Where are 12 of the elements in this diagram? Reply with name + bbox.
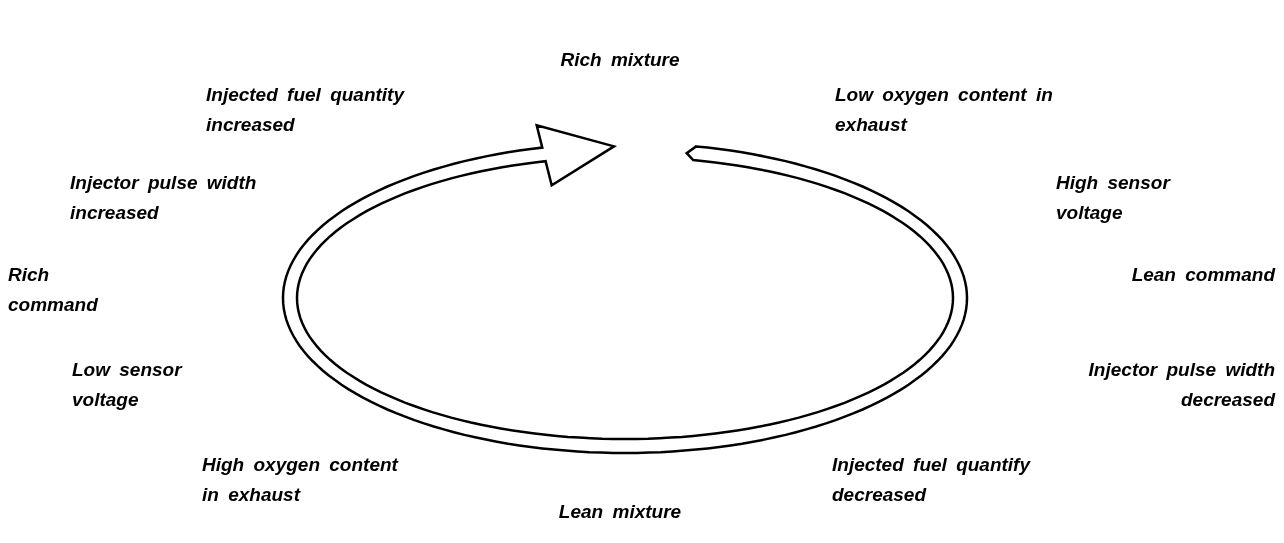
- cycle-step-text: Low oxygen content in exhaust: [835, 83, 1054, 137]
- cycle-step-text: Rich mixture: [559, 48, 681, 72]
- cycle-step-text: Low sensor voltage: [72, 358, 184, 412]
- cycle-step-text: Rich command: [8, 263, 99, 317]
- cycle-step-text: Injected fuel quantity increased: [206, 83, 406, 137]
- cycle-step-text: High sensor voltage: [1056, 171, 1172, 225]
- cycle-step-text: Injector pulse width decreased: [1087, 358, 1275, 412]
- cycle-step-text: Injected fuel quantify decreased: [832, 453, 1032, 507]
- cycle-step-text: High oxygen content in exhaust: [202, 453, 400, 507]
- cycle-step-text: Injector pulse width increased: [70, 171, 258, 225]
- cycle-step-text: Lean mixture: [557, 500, 683, 524]
- cycle-step-text: Lean command: [1130, 263, 1275, 287]
